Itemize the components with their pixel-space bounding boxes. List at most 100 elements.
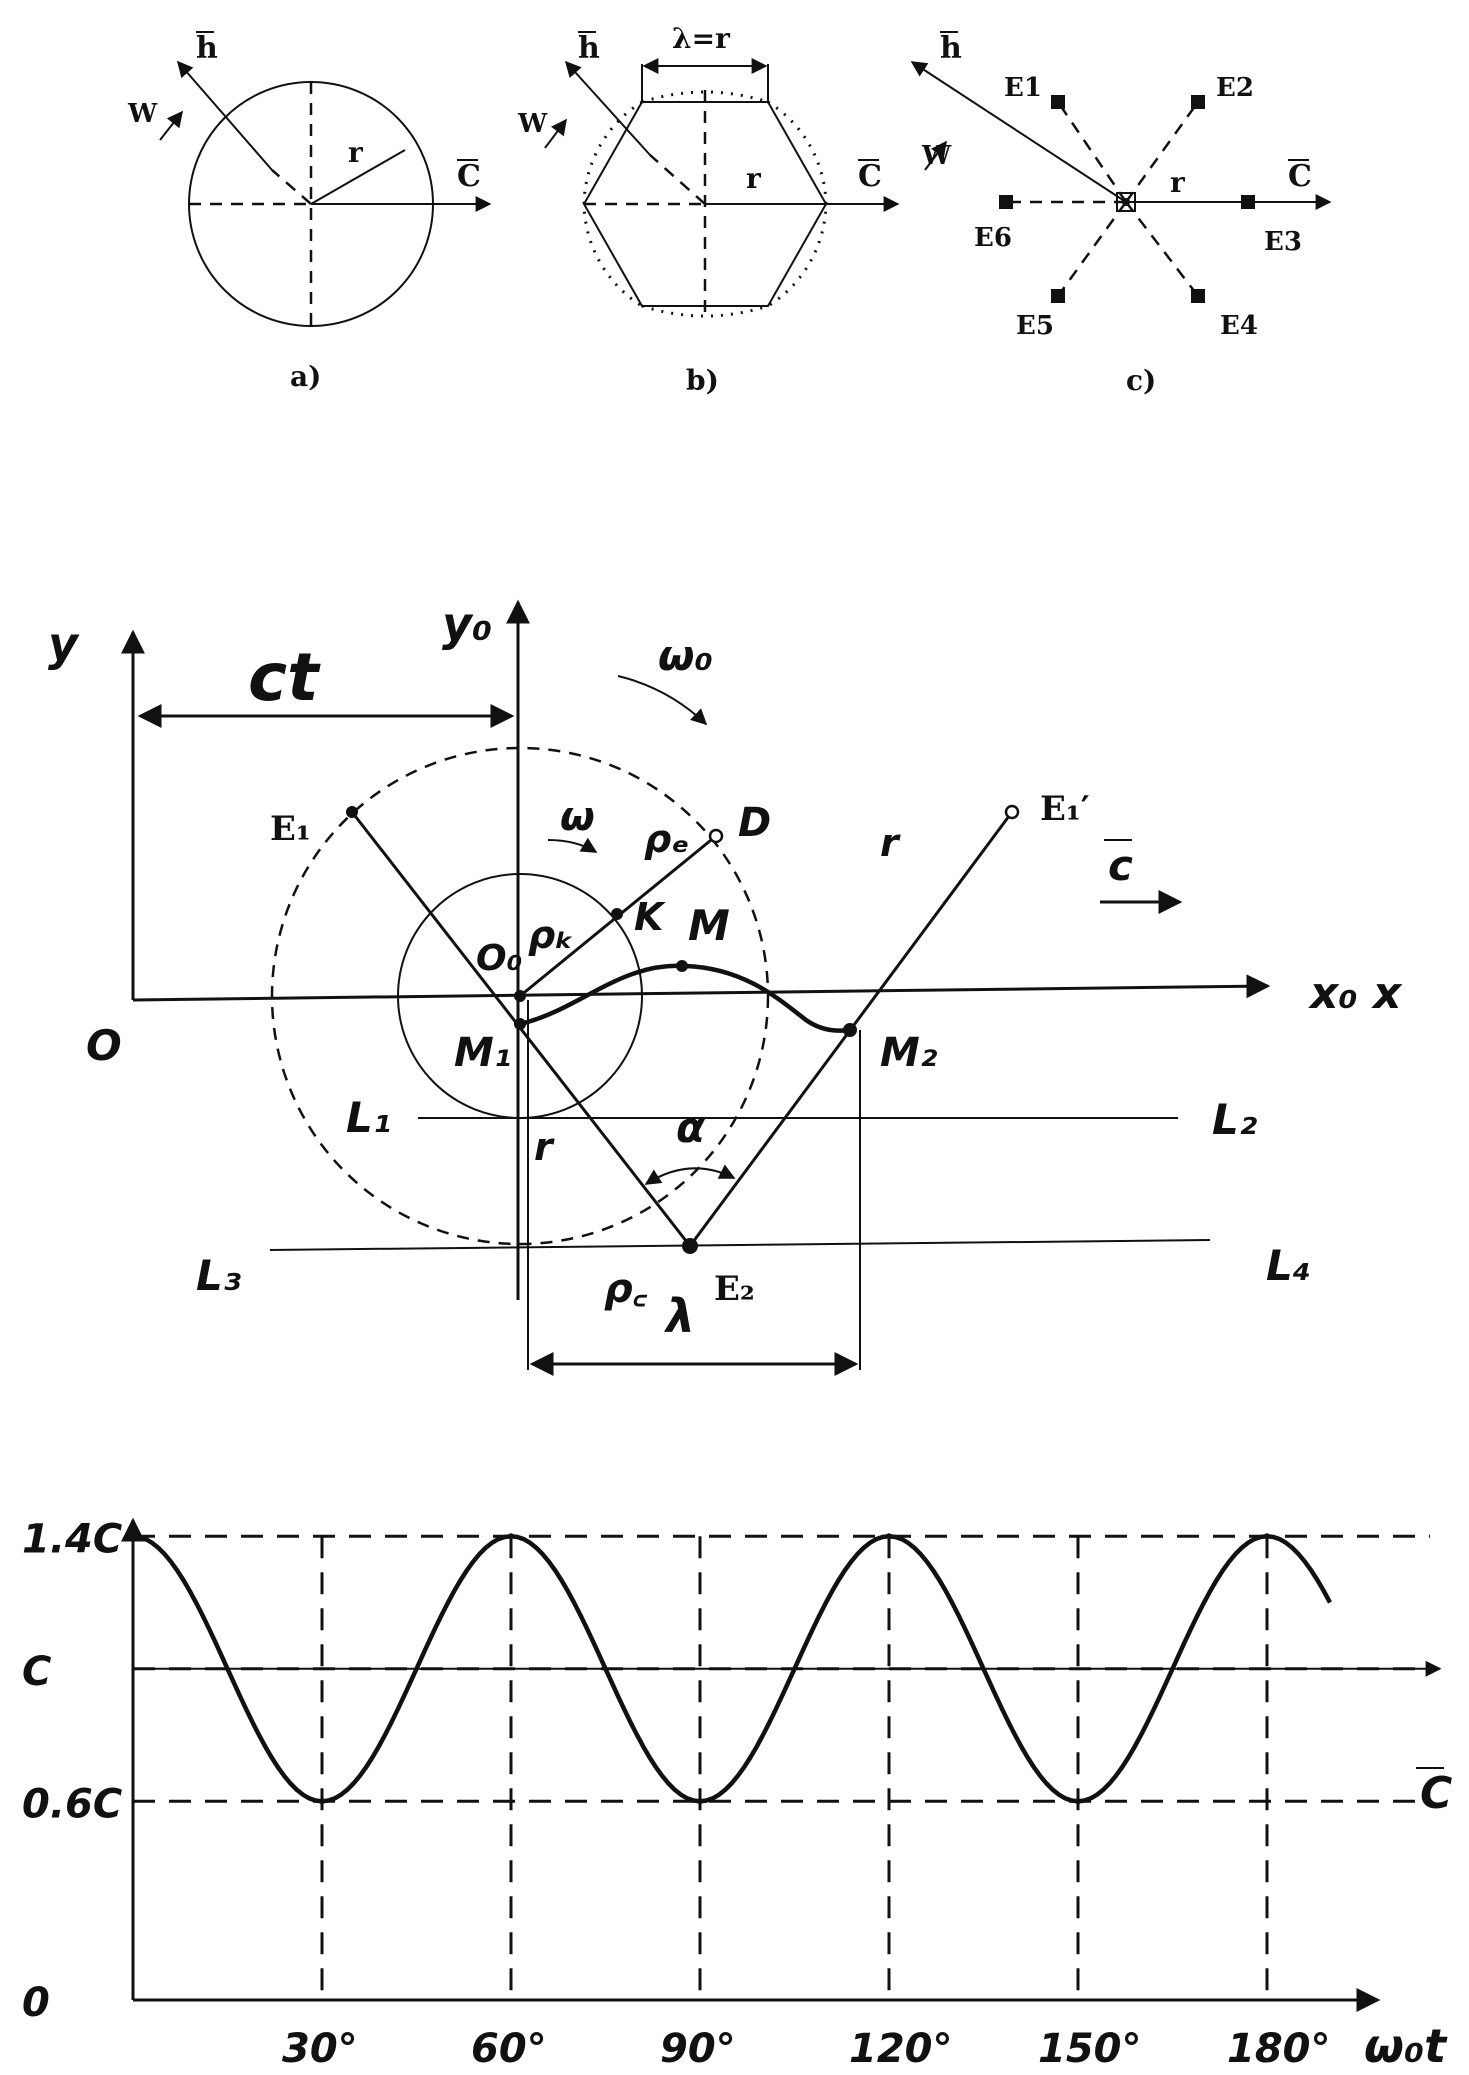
label-c: C xyxy=(1288,159,1312,194)
label-c: C xyxy=(457,159,481,194)
h-vector-dash xyxy=(271,169,312,205)
center-element xyxy=(1116,192,1136,212)
label-l4: L₄ xyxy=(1266,1241,1311,1290)
omega-arrow xyxy=(547,837,598,853)
point-d xyxy=(708,828,724,844)
chart-x-label: ω₀t xyxy=(1364,2019,1448,2073)
label-lambda: λ=r xyxy=(672,22,731,55)
alpha-arc xyxy=(644,1164,736,1185)
data-point xyxy=(697,1798,703,1805)
label-c: c xyxy=(1108,841,1133,890)
label-lambda: λ xyxy=(663,1289,695,1343)
data-point xyxy=(508,1533,514,1540)
point-k xyxy=(611,908,623,920)
label-m1: M₁ xyxy=(454,1030,511,1076)
data-point xyxy=(1075,1798,1081,1805)
electrode-e4-marker xyxy=(1191,289,1205,303)
point-e1 xyxy=(346,806,358,818)
label-r: r xyxy=(1170,166,1186,199)
caption-a: a) xyxy=(290,360,321,393)
point-e2 xyxy=(682,1238,698,1254)
data-point xyxy=(886,1533,892,1540)
electrode-e2-marker xyxy=(1191,95,1205,109)
label-e3: E3 xyxy=(1264,227,1302,257)
electrode-e1-marker xyxy=(1051,95,1065,109)
w-arrow xyxy=(159,110,183,141)
label-rho-c: ρ꜀ xyxy=(604,1266,648,1312)
w-arrow xyxy=(924,140,947,171)
panel-a: h W r C a) xyxy=(127,31,492,393)
label-e6: E6 xyxy=(974,223,1012,253)
label-c: C xyxy=(858,159,882,194)
label-y0: y₀ xyxy=(442,597,492,651)
label-omega0: ω₀ xyxy=(658,631,713,680)
x-tick-label: 120° xyxy=(849,2026,953,2072)
point-m1 xyxy=(514,1018,526,1030)
label-w: W xyxy=(127,99,158,129)
h-vector-arrow xyxy=(910,61,1127,203)
label-r: r xyxy=(746,162,762,195)
label-e2: E2 xyxy=(1216,73,1254,103)
label-e5: E5 xyxy=(1016,311,1054,341)
data-point xyxy=(130,1533,136,1540)
label-r-bottom: r xyxy=(534,1125,555,1169)
h-vector-dash xyxy=(649,154,706,205)
h-vector-arrow xyxy=(176,60,273,171)
label-k: K xyxy=(634,895,666,939)
label-m: M xyxy=(688,901,730,950)
chart-c-label: C xyxy=(1420,1768,1452,1819)
x-tick-label: 60° xyxy=(471,2026,547,2072)
label-alpha: α xyxy=(676,1103,706,1152)
label-rho-k: ρₖ xyxy=(528,913,574,957)
label-e2: E₂ xyxy=(714,1269,755,1309)
panel-c: E1 E2 E3 E4 E5 E6 h W r C c) xyxy=(910,31,1332,397)
label-y: y xyxy=(48,617,80,671)
x-tick-label: 180° xyxy=(1227,2026,1331,2072)
caption-b: b) xyxy=(686,364,719,397)
line-l3-l4 xyxy=(269,1239,1211,1251)
label-w: W xyxy=(517,109,548,139)
line-to-e2 xyxy=(1124,101,1200,203)
label-d: D xyxy=(738,800,771,846)
point-e1prime xyxy=(1004,804,1020,820)
trajectory-curve xyxy=(519,963,851,1033)
label-l1: L₁ xyxy=(346,1093,391,1142)
outer-dashed-circle xyxy=(270,746,770,1246)
label-ct: ct xyxy=(248,639,321,716)
x-tick-label: 150° xyxy=(1038,2026,1142,2072)
point-m2 xyxy=(843,1023,857,1037)
y-tick-label: C xyxy=(22,1649,51,1695)
label-m2: M₂ xyxy=(880,1030,938,1076)
middle-diagram: y y₀ ct ω₀ ω E₁ E₁′ E₂ D K M M₁ M₂ O O₀ … xyxy=(48,597,1403,1376)
x-axis xyxy=(132,974,1271,1002)
w-arrow xyxy=(544,118,567,149)
radius-line xyxy=(310,149,406,205)
data-point xyxy=(1264,1533,1270,1540)
series-line xyxy=(132,1534,1332,1804)
electrode-e3-marker xyxy=(1241,195,1255,209)
center-dot xyxy=(1122,198,1130,206)
label-w: W xyxy=(921,141,952,171)
label-l3: L₃ xyxy=(196,1251,241,1300)
label-rho-e: ρₑ xyxy=(644,817,689,861)
caption-c: c) xyxy=(1126,364,1156,397)
label-h: h xyxy=(940,31,962,66)
panel-b: h W r C λ=r b) xyxy=(517,22,900,397)
line-to-e1 xyxy=(1056,101,1128,203)
label-h: h xyxy=(578,31,600,66)
label-l2: L₂ xyxy=(1212,1095,1258,1144)
x-tick-label: 30° xyxy=(282,2026,358,2072)
point-o0 xyxy=(514,990,526,1002)
chart-series xyxy=(130,1533,1332,1805)
label-omega: ω xyxy=(560,794,595,840)
label-r-right: r xyxy=(880,821,901,865)
y-tick-label: 0 xyxy=(22,1980,50,2026)
point-m xyxy=(676,960,688,972)
x-tick-label: 90° xyxy=(660,2026,736,2072)
label-e4: E4 xyxy=(1220,311,1258,341)
y-tick-label: 0.6C xyxy=(22,1781,122,1827)
line-to-e4 xyxy=(1125,201,1199,297)
h-vector-arrow xyxy=(564,60,651,156)
